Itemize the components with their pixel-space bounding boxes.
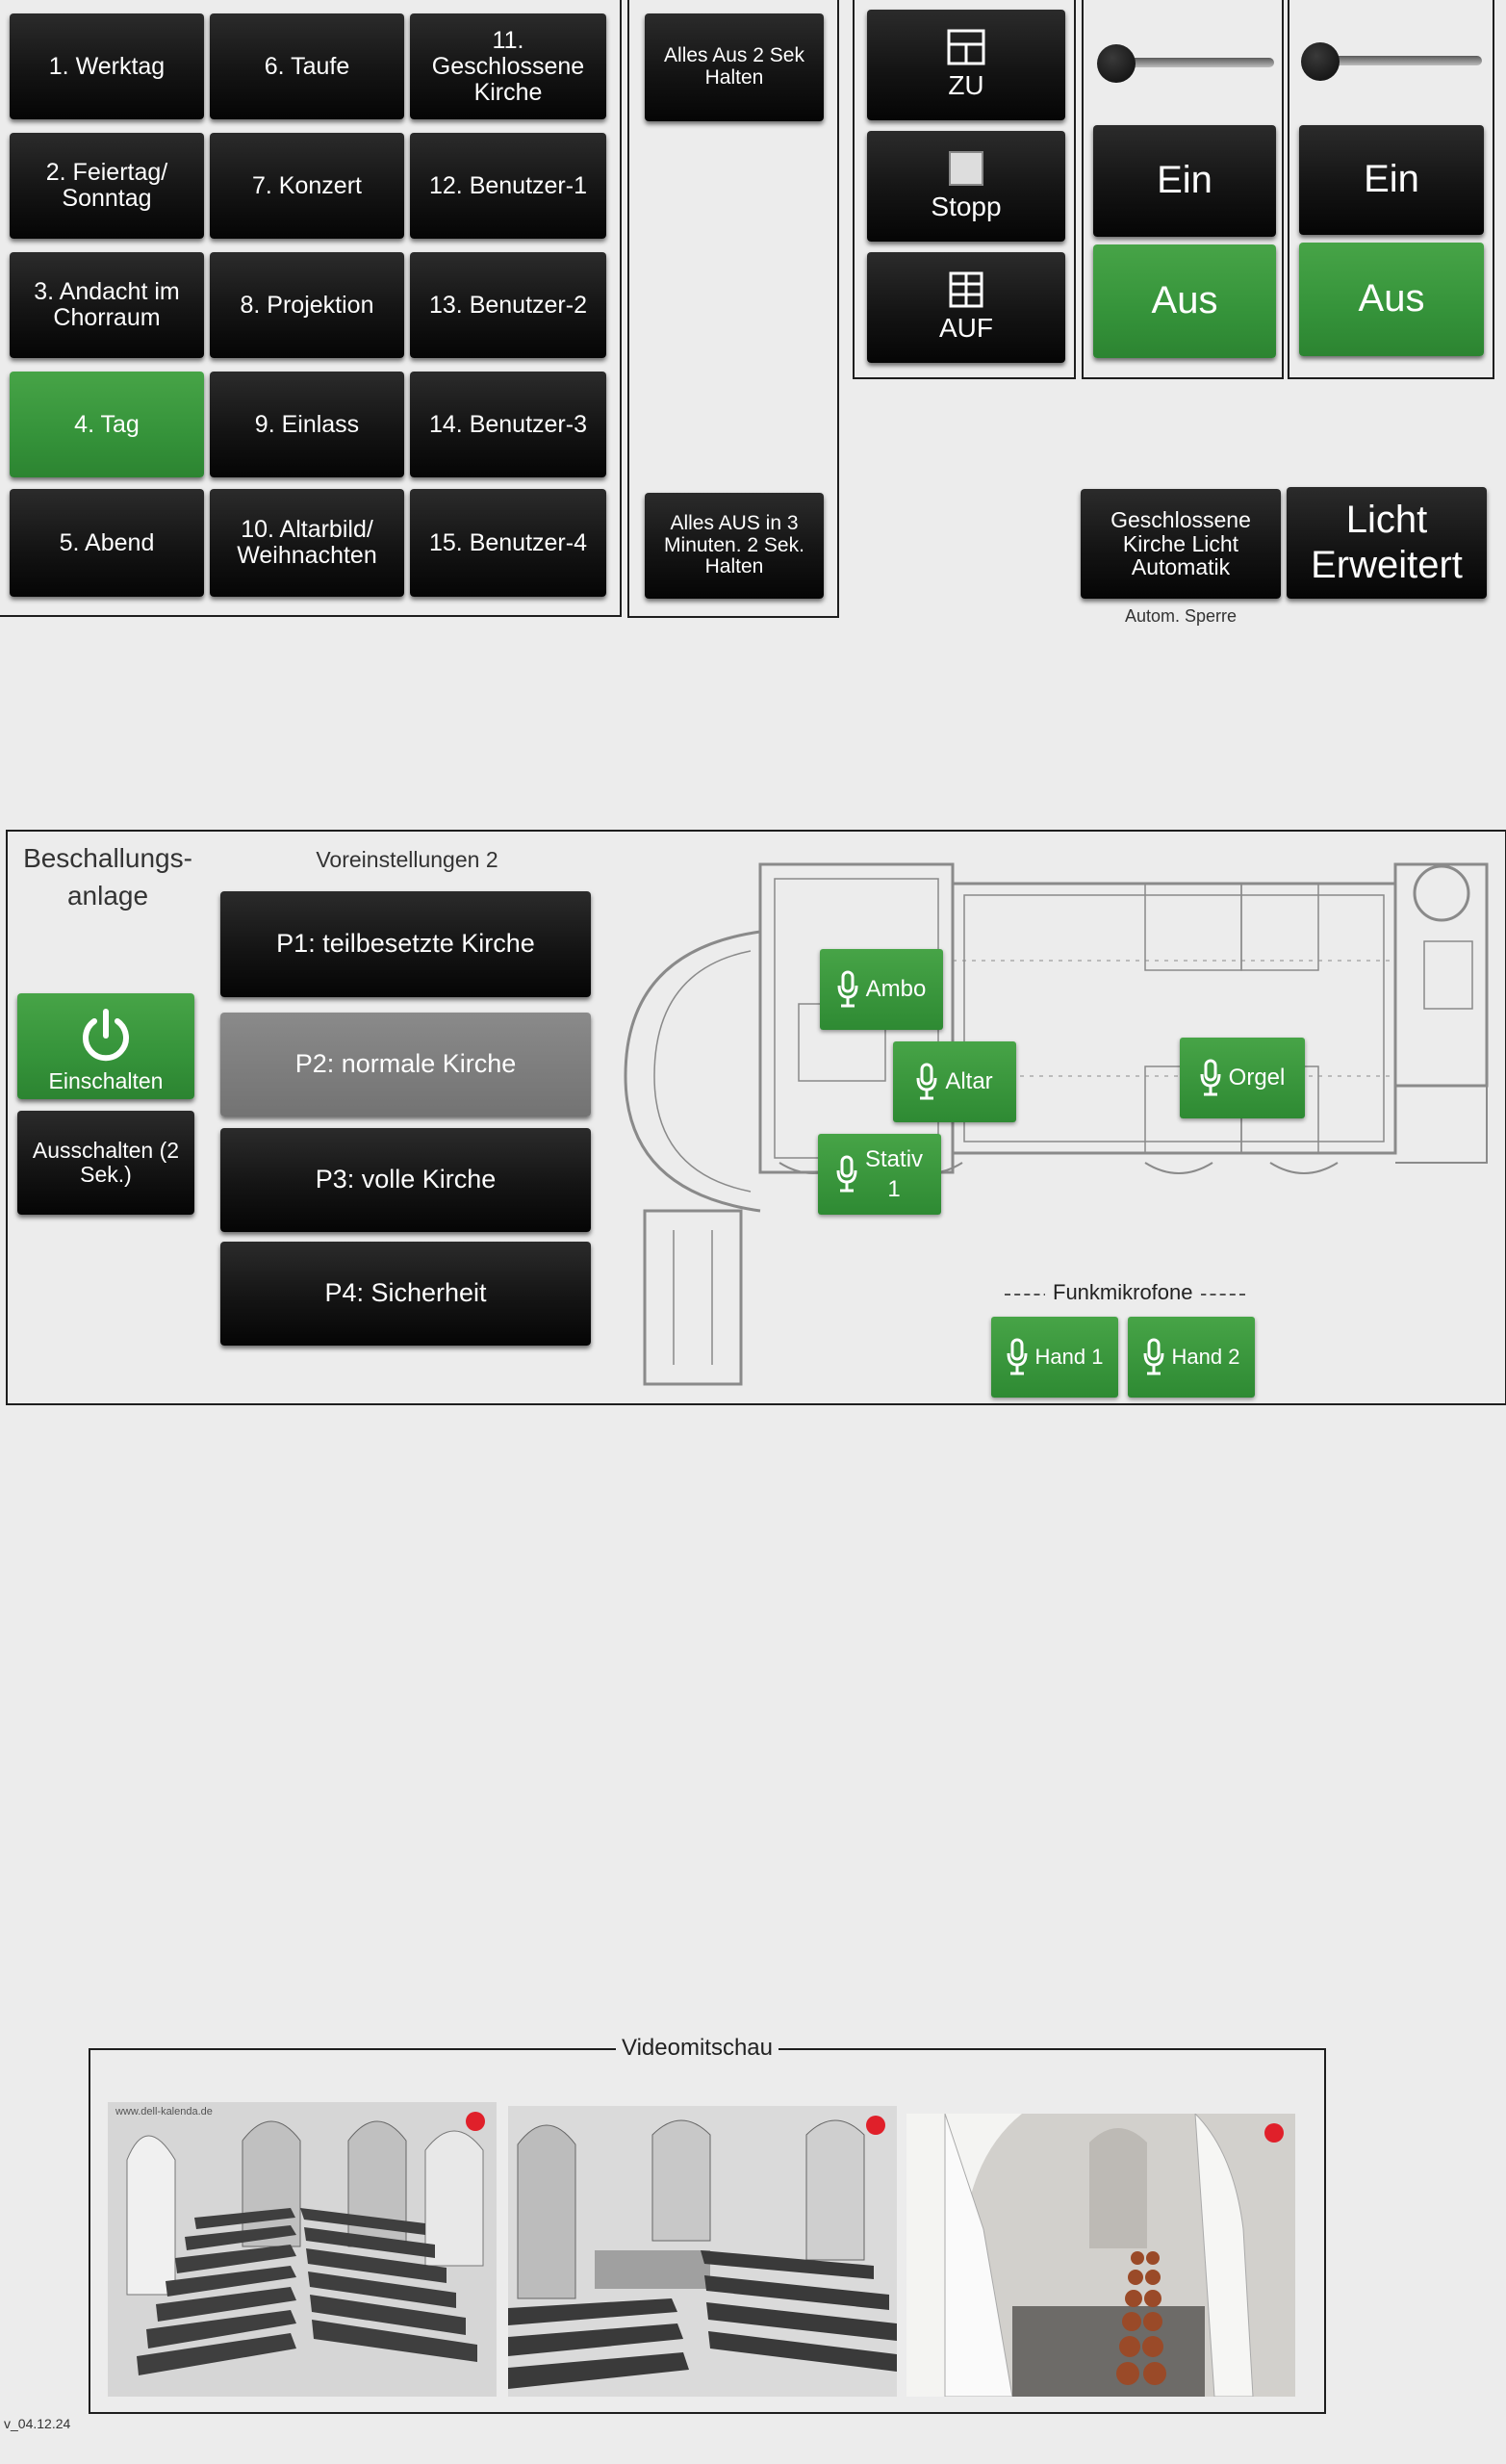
dimmer-slider-2[interactable] bbox=[1301, 42, 1486, 81]
mic-altar-label: Altar bbox=[945, 1068, 993, 1094]
switch-1-off-button[interactable]: Aus bbox=[1093, 244, 1276, 358]
mic-orgel-label: Orgel bbox=[1228, 1065, 1286, 1091]
switch-2-on-button[interactable]: Ein bbox=[1299, 125, 1484, 235]
recording-indicator-icon bbox=[466, 2112, 485, 2131]
scene-button-12[interactable]: 12. Benutzer-1 bbox=[410, 133, 606, 239]
mic-stativ-label: Stativ 1 bbox=[865, 1145, 924, 1202]
scene-button-5[interactable]: 5. Abend bbox=[10, 489, 204, 597]
mic-ambo-label: Ambo bbox=[865, 976, 927, 1002]
video-title: Videomitschau bbox=[616, 2035, 779, 2062]
power-icon bbox=[83, 1009, 129, 1062]
nave-pews-image bbox=[108, 2102, 497, 2397]
scene-button-10[interactable]: 10. Altarbild/ Weihnachten bbox=[210, 489, 404, 597]
switch-1-on-button[interactable]: Ein bbox=[1093, 125, 1276, 237]
mic-ambo-button[interactable]: Ambo bbox=[820, 949, 943, 1030]
version-label: v_04.12.24 bbox=[4, 2416, 71, 2431]
scene-button-6[interactable]: 6. Taufe bbox=[210, 13, 404, 119]
switch-2-off-button[interactable]: Aus bbox=[1299, 243, 1484, 356]
camera-feed-2[interactable] bbox=[508, 2106, 897, 2397]
microphone-icon bbox=[836, 1155, 857, 1193]
scene-button-2[interactable]: 2. Feiertag/ Sonntag bbox=[10, 133, 204, 239]
slider-track bbox=[1316, 56, 1482, 65]
mic-hand1-label: Hand 1 bbox=[1034, 1345, 1104, 1369]
mic-hand1-button[interactable]: Hand 1 bbox=[991, 1317, 1118, 1398]
altar-view-image bbox=[508, 2106, 897, 2397]
mic-altar-button[interactable]: Altar bbox=[893, 1041, 1016, 1122]
microphone-icon bbox=[1143, 1338, 1164, 1375]
mic-orgel-button[interactable]: Orgel bbox=[1180, 1038, 1305, 1118]
scene-button-3[interactable]: 3. Andacht im Chorraum bbox=[10, 252, 204, 358]
mic-hand2-label: Hand 2 bbox=[1171, 1345, 1240, 1369]
licht-erweitert-button[interactable]: Licht Erweitert bbox=[1287, 487, 1487, 599]
pa-title: Beschallungs- anlage bbox=[23, 843, 192, 911]
slider-knob[interactable] bbox=[1301, 42, 1340, 81]
presets-title: Voreinstellungen 2 bbox=[316, 847, 498, 872]
blinds-open-button[interactable]: AUF bbox=[867, 252, 1065, 363]
scene-button-7[interactable]: 7. Konzert bbox=[210, 133, 404, 239]
scene-button-15[interactable]: 15. Benutzer-4 bbox=[410, 489, 606, 597]
microphone-icon bbox=[1200, 1059, 1221, 1096]
scene-button-1[interactable]: 1. Werktag bbox=[10, 13, 204, 119]
light-scenes-panel bbox=[0, 0, 622, 617]
blinds-open-label: AUF bbox=[939, 313, 993, 344]
microphone-icon bbox=[916, 1063, 937, 1100]
scene-button-9[interactable]: 9. Einlass bbox=[210, 372, 404, 477]
slider-knob[interactable] bbox=[1097, 44, 1136, 83]
preset-p4-button[interactable]: P4: Sicherheit bbox=[220, 1242, 591, 1346]
dimmer-slider-1[interactable] bbox=[1097, 44, 1280, 83]
blinds-stop-button[interactable]: Stopp bbox=[867, 131, 1065, 242]
scene-button-4-active[interactable]: 4. Tag bbox=[10, 372, 204, 477]
pa-on-button[interactable]: Einschalten bbox=[17, 993, 194, 1099]
stop-square-icon bbox=[949, 151, 983, 187]
microphone-icon bbox=[1007, 1338, 1028, 1375]
camera-feed-3[interactable] bbox=[906, 2114, 1295, 2397]
slider-track bbox=[1112, 58, 1274, 67]
switch-panel-1 bbox=[1082, 0, 1284, 379]
camera-feed-1[interactable]: www.dell-kalenda.de bbox=[108, 2102, 497, 2397]
scene-button-14[interactable]: 14. Benutzer-3 bbox=[410, 372, 606, 477]
blinds-close-button[interactable]: ZU bbox=[867, 10, 1065, 120]
camera-url-overlay: www.dell-kalenda.de bbox=[115, 2106, 213, 2118]
switch-panel-2 bbox=[1288, 0, 1494, 379]
blinds-stop-label: Stopp bbox=[931, 192, 1002, 222]
window-open-icon bbox=[949, 271, 983, 308]
scene-button-11[interactable]: 11. Geschlossene Kirche bbox=[410, 13, 606, 119]
closed-church-auto-button[interactable]: Geschlossene Kirche Licht Automatik bbox=[1081, 489, 1281, 599]
recording-indicator-icon bbox=[1264, 2123, 1284, 2143]
pa-on-label: Einschalten bbox=[48, 1068, 164, 1094]
pa-off-button[interactable]: Ausschalten (2 Sek.) bbox=[17, 1111, 194, 1215]
wireless-mics-label: Funkmikrofone bbox=[1045, 1280, 1201, 1305]
church-floor-plan bbox=[624, 862, 1489, 1386]
microphone-icon bbox=[837, 970, 858, 1008]
preset-p3-button[interactable]: P3: volle Kirche bbox=[220, 1128, 591, 1232]
mic-stativ-button[interactable]: Stativ 1 bbox=[818, 1134, 941, 1215]
blinds-panel bbox=[853, 0, 1076, 379]
all-off-hold-button[interactable]: Alles Aus 2 Sek Halten bbox=[645, 13, 824, 121]
scene-button-8[interactable]: 8. Projektion bbox=[210, 252, 404, 358]
all-off-3min-button[interactable]: Alles AUS in 3 Minuten. 2 Sek. Halten bbox=[645, 493, 824, 599]
preset-p1-button[interactable]: P1: teilbesetzte Kirche bbox=[220, 891, 591, 997]
mic-hand2-button[interactable]: Hand 2 bbox=[1128, 1317, 1255, 1398]
side-aisle-image bbox=[906, 2114, 1295, 2397]
window-closed-icon bbox=[947, 29, 985, 65]
blinds-close-label: ZU bbox=[948, 70, 984, 101]
auto-lock-caption: Autom. Sperre bbox=[1124, 606, 1238, 626]
scene-button-13[interactable]: 13. Benutzer-2 bbox=[410, 252, 606, 358]
preset-p2-button[interactable]: P2: normale Kirche bbox=[220, 1013, 591, 1116]
recording-indicator-icon bbox=[866, 2116, 885, 2135]
all-off-panel bbox=[627, 0, 839, 618]
